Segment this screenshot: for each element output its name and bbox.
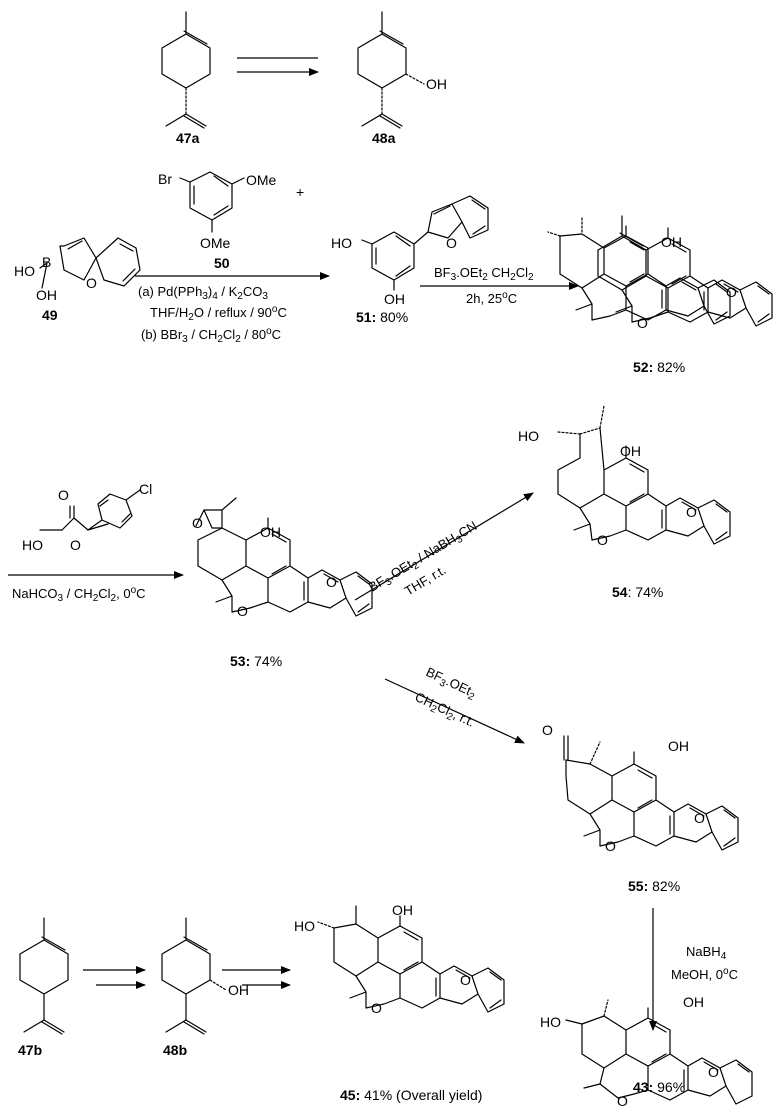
structure-54-placed: HO OH O O 54: 74%	[518, 405, 731, 600]
atom-o-ketone-55: O	[542, 722, 553, 738]
atom-o-carbonyl-mcpba: O	[58, 487, 69, 503]
atom-o-52-ring: O	[637, 315, 648, 331]
atom-ome-50-top: OMe	[246, 172, 277, 188]
cond-suzuki-b: (b) BBr3 / CH2Cl2 / 80oC	[141, 326, 281, 345]
plus-sign: +	[296, 184, 304, 200]
atom-ho-54: HO	[518, 428, 539, 444]
arrow-meinwald-rearrangement: BF3.OEt2 CH2Cl2, r.t.	[384, 664, 525, 744]
atom-o-epoxide-53: O	[192, 515, 203, 531]
structure-54	[547, 217, 731, 325]
cond-bf3-top: BF3.OEt2 CH2Cl2	[434, 265, 534, 283]
label-50: 50	[214, 255, 230, 271]
structure-53: O OH O O 53: 74%	[192, 497, 373, 669]
structure-48a: OH 48a	[357, 11, 447, 146]
arrow-reductive-opening: BF3.OEt2 / NaBH3CN THF, r.t.	[354, 492, 534, 601]
atom-o-52-furan: O	[726, 284, 737, 300]
atom-o-peroxy-mcpba: O	[70, 537, 81, 553]
atom-ho-45: HO	[294, 918, 315, 934]
cond-epoxidation: NaHCO3 / CH2Cl2, 0oC	[12, 585, 146, 604]
arrow-47b-48b	[83, 966, 146, 989]
atom-ho-43: HO	[540, 1014, 561, 1030]
atom-o-54-furan: O	[686, 504, 697, 520]
label-47b: 47b	[18, 1042, 42, 1058]
label-52: 52: 82%	[633, 359, 685, 375]
atom-o-53-furan: O	[326, 574, 337, 590]
structure-48b: OH 48b	[161, 917, 249, 1058]
label-45: 45: 41% (Overall yield)	[340, 1087, 482, 1103]
label-49: 49	[42, 307, 58, 323]
atom-o-43-ring: O	[617, 1093, 628, 1107]
structure-55: O OH O O 55: 82%	[542, 722, 739, 894]
atom-oh-51: OH	[384, 291, 405, 307]
atom-o-51: O	[446, 235, 457, 251]
arrow-48b-45	[222, 966, 291, 989]
structure-50: Br OMe OMe 50	[158, 171, 277, 271]
structure-49: HO B OH O 49	[14, 237, 141, 323]
atom-oh-55: OH	[668, 738, 689, 754]
atom-o-53-ring: O	[237, 603, 248, 619]
structure-45: HO OH O O 45: 41% (Overall yield)	[294, 902, 505, 1103]
atom-oh-52: OH	[661, 234, 682, 250]
atom-oh-48a: OH	[426, 76, 447, 92]
atom-oh-53: OH	[260, 524, 281, 540]
label-47a: 47a	[176, 130, 200, 146]
arrow-bf3-cyclization: BF3.OEt2 CH2Cl2 2h, 25oC	[420, 265, 579, 306]
atom-o-45-ring: O	[371, 1000, 382, 1016]
cond-nabh4: NaBH4	[686, 944, 727, 962]
label-55: 55: 82%	[628, 878, 680, 894]
structure-47b: 47b	[18, 917, 69, 1058]
label-48a: 48a	[372, 130, 396, 146]
atom-ho-51: HO	[331, 235, 352, 251]
structure-47a: 47a	[161, 11, 211, 146]
label-51: 51: 80%	[356, 309, 408, 325]
atom-b-49: B	[42, 254, 51, 270]
atom-o-55-ring: O	[605, 838, 616, 854]
atom-oh-43: OH	[683, 994, 704, 1010]
atom-o-55-furan: O	[694, 810, 705, 826]
structure-52: OH O O 52: 82%	[597, 215, 773, 375]
cond-bf3-bottom: 2h, 25oC	[466, 290, 517, 306]
atom-o-49: O	[86, 275, 97, 291]
atom-oh-48b: OH	[228, 982, 249, 998]
arrow-suzuki: (a) Pd(PPh3)4 / K2CO3 THF/H2O / reflux /…	[135, 272, 330, 345]
label-43: 43: 96%	[633, 1079, 685, 1095]
label-48b: 48b	[163, 1042, 187, 1058]
cond-suzuki-a: (a) Pd(PPh3)4 / K2CO3	[138, 284, 268, 302]
atom-o-54-ring: O	[597, 532, 608, 548]
structure-43: HO OH O O 43: 96%	[540, 994, 753, 1107]
cond-rearr-bottom: CH2Cl2, r.t.	[411, 689, 476, 732]
reagent-mcpba: O HO O Cl	[22, 481, 152, 553]
arrow-47a-48a	[237, 57, 319, 76]
atom-oh-54: OH	[620, 443, 641, 459]
structure-51: HO OH O 51: 80%	[331, 195, 489, 325]
atom-cl-mcpba: Cl	[139, 481, 152, 497]
atom-ho-mcpba: HO	[22, 537, 43, 553]
atom-o-45-furan: O	[460, 972, 471, 988]
atom-ome-50-bottom: OMe	[200, 235, 231, 251]
atom-ho-49: HO	[14, 263, 35, 279]
arrow-nabh4: NaBH4 MeOH, 0oC	[649, 908, 738, 1031]
label-54: 54: 74%	[612, 584, 663, 600]
arrow-epoxidation: NaHCO3 / CH2Cl2, 0oC	[8, 571, 184, 604]
atom-o-43-furan: O	[708, 1064, 719, 1080]
cond-nabh4-solvent: MeOH, 0oC	[671, 966, 738, 982]
atom-oh-45: OH	[392, 902, 413, 918]
label-53: 53: 74%	[230, 653, 282, 669]
cond-suzuki-solvent: THF/H2O / reflux / 90oC	[150, 304, 287, 323]
atom-oh-49: OH	[36, 287, 57, 303]
atom-br-50: Br	[158, 171, 172, 187]
